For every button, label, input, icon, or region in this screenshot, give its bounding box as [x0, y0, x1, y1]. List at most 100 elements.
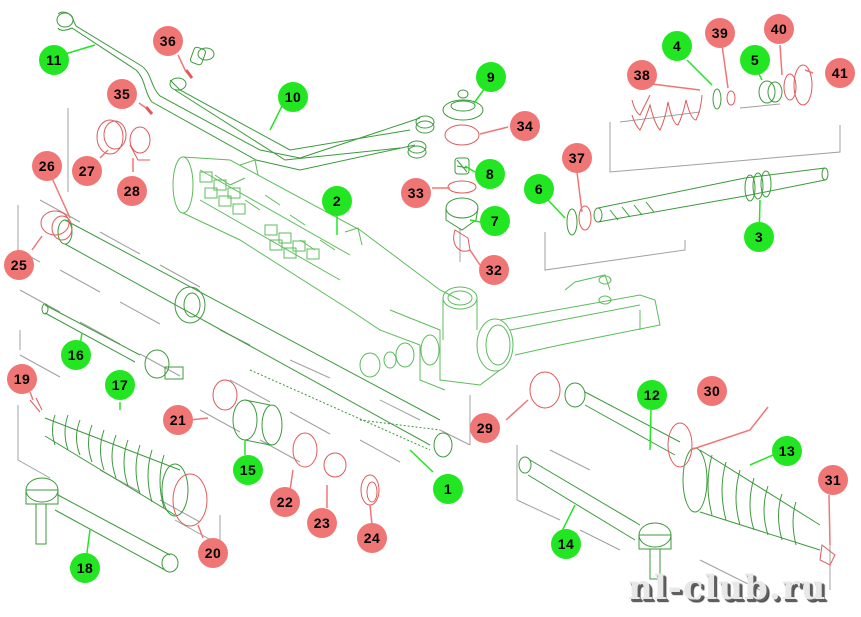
callout-label: 15 [239, 462, 257, 478]
callout-1[interactable]: 1 [433, 474, 463, 504]
callout-label: 5 [750, 52, 760, 68]
callout-label: 34 [516, 118, 534, 134]
callout-label: 21 [169, 412, 187, 428]
callout-label: 30 [703, 383, 721, 399]
callout-32[interactable]: 32 [479, 255, 509, 285]
callout-16[interactable]: 16 [61, 340, 91, 370]
callout-label: 26 [38, 158, 56, 174]
callout-label: 25 [10, 257, 28, 273]
callout-label: 29 [476, 420, 494, 436]
callout-label: 14 [557, 536, 575, 552]
callout-13[interactable]: 13 [772, 436, 802, 466]
boot-bellows-right [682, 447, 821, 551]
inner-tie-rod-right [564, 382, 681, 456]
callout-label: 8 [485, 166, 495, 182]
callout-9[interactable]: 9 [476, 62, 506, 92]
callout-18[interactable]: 18 [70, 553, 100, 583]
callout-28[interactable]: 28 [117, 176, 147, 206]
callout-label: 40 [770, 21, 788, 37]
callout-20[interactable]: 20 [198, 538, 228, 568]
callout-label: 12 [643, 387, 661, 403]
guide-line [59, 269, 161, 325]
callout-label: 2 [332, 193, 342, 209]
callout-39[interactable]: 39 [705, 18, 735, 48]
callout-25[interactable]: 25 [4, 250, 34, 280]
guide-line [516, 445, 621, 551]
callout-22[interactable]: 22 [270, 487, 300, 517]
callout-24[interactable]: 24 [357, 523, 387, 553]
callout-35[interactable]: 35 [107, 79, 137, 109]
callout-label: 24 [363, 530, 381, 546]
guide-line [39, 199, 201, 288]
callout-19[interactable]: 19 [7, 364, 37, 394]
callout-label: 31 [824, 472, 842, 488]
callout-12[interactable]: 12 [637, 380, 667, 410]
callout-40[interactable]: 40 [764, 14, 794, 44]
callout-8[interactable]: 8 [475, 159, 505, 189]
watermark: nl-club.ru [628, 568, 827, 608]
callout-15[interactable]: 15 [233, 455, 263, 485]
guide-line [19, 289, 181, 377]
callout-10[interactable]: 10 [278, 82, 308, 112]
guide-line [199, 409, 301, 463]
callout-label: 16 [67, 347, 85, 363]
callout-5[interactable]: 5 [740, 45, 770, 75]
callout-label: 19 [13, 371, 31, 387]
callout-label: 11 [46, 52, 62, 68]
guide-line [229, 379, 331, 435]
callout-21[interactable]: 21 [163, 405, 193, 435]
callout-38[interactable]: 38 [627, 60, 657, 90]
callout-label: 13 [778, 443, 796, 459]
callout-3[interactable]: 3 [744, 222, 774, 252]
callout-23[interactable]: 23 [307, 508, 337, 538]
callout-17[interactable]: 17 [105, 370, 135, 400]
boot-bellows-left [44, 414, 189, 517]
small-parts-green [442, 80, 783, 236]
guide-line [359, 439, 401, 463]
callout-37[interactable]: 37 [562, 143, 592, 173]
guide-line [17, 405, 51, 479]
callout-label: 27 [78, 163, 96, 179]
pinion-shaft [593, 167, 829, 223]
rack-bar [57, 219, 453, 458]
callout-label: 39 [711, 25, 729, 41]
callout-29[interactable]: 29 [470, 413, 500, 443]
callout-34[interactable]: 34 [510, 111, 540, 141]
callout-41[interactable]: 41 [825, 58, 855, 88]
tie-rod-pipes [56, 11, 435, 171]
callout-36[interactable]: 36 [153, 26, 183, 56]
callout-label: 4 [672, 38, 682, 54]
callout-30[interactable]: 30 [697, 376, 727, 406]
guide-line [549, 449, 591, 471]
bolt-part [189, 46, 215, 66]
callout-label: 23 [313, 515, 331, 531]
callout-2[interactable]: 2 [322, 186, 352, 216]
callout-27[interactable]: 27 [72, 156, 102, 186]
callout-14[interactable]: 14 [551, 529, 581, 559]
bushing-part [232, 399, 283, 446]
callout-label: 10 [284, 89, 302, 105]
callout-label: 6 [534, 181, 544, 197]
callout-label: 33 [407, 185, 425, 201]
callout-label: 9 [486, 69, 496, 85]
callout-26[interactable]: 26 [32, 151, 62, 181]
tie-rod-end-right [518, 456, 672, 580]
rack-housing [172, 156, 661, 391]
callout-4[interactable]: 4 [662, 31, 692, 61]
callout-11[interactable]: 11 [39, 45, 69, 75]
callout-7[interactable]: 7 [480, 206, 510, 236]
callout-label: 7 [490, 213, 500, 229]
callout-33[interactable]: 33 [401, 178, 431, 208]
callout-label: 22 [276, 494, 294, 510]
callout-31[interactable]: 31 [818, 465, 848, 495]
tie-rod-end-left [25, 477, 179, 573]
callout-label: 28 [123, 183, 141, 199]
guide-line [219, 329, 331, 379]
callout-6[interactable]: 6 [524, 174, 554, 204]
callout-label: 38 [633, 67, 651, 83]
guide-line [379, 399, 471, 446]
callout-label: 1 [443, 481, 453, 497]
callout-label: 18 [76, 560, 94, 576]
